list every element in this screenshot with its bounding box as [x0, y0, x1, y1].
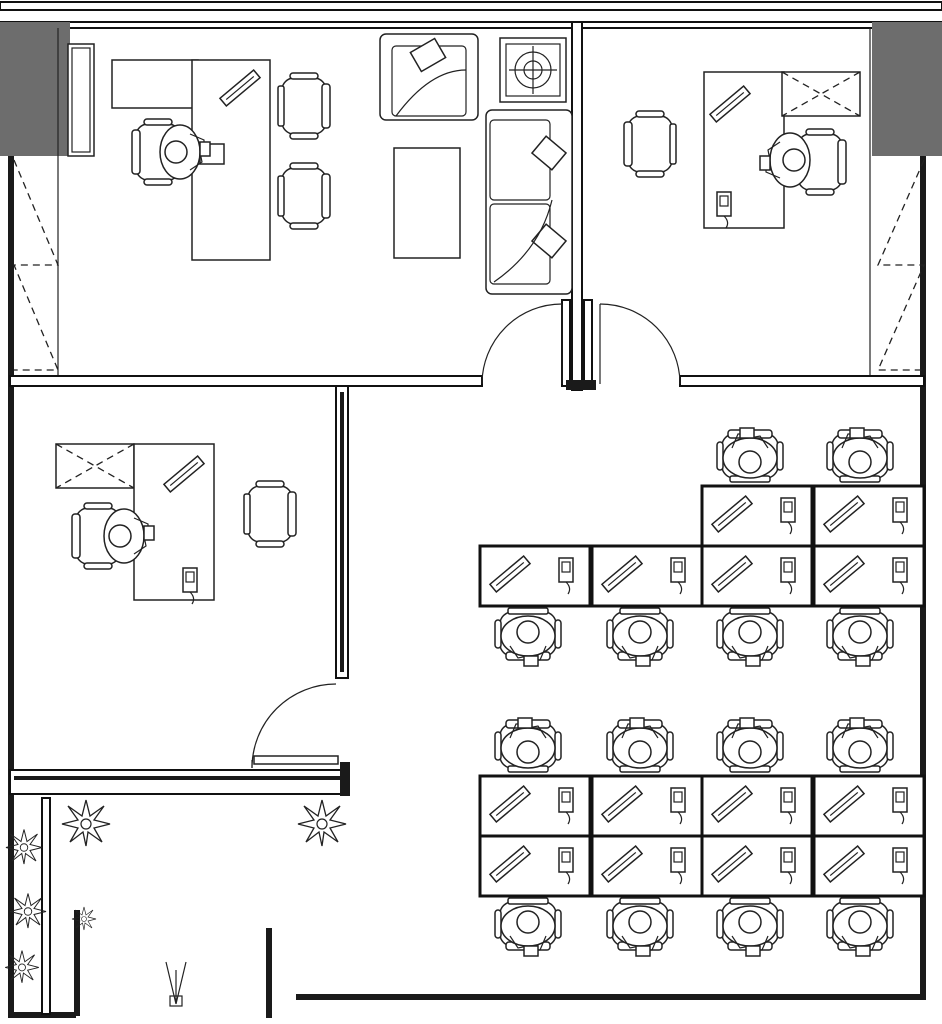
open-workspace [480, 428, 924, 956]
small-office [55, 443, 297, 605]
pillar-left [0, 22, 70, 156]
door-swings [251, 303, 681, 769]
window-outlines [13, 28, 925, 378]
pillar-right [872, 22, 942, 156]
entrance-plants [4, 799, 347, 1007]
manager-office [623, 71, 861, 229]
executive-office [67, 33, 573, 295]
